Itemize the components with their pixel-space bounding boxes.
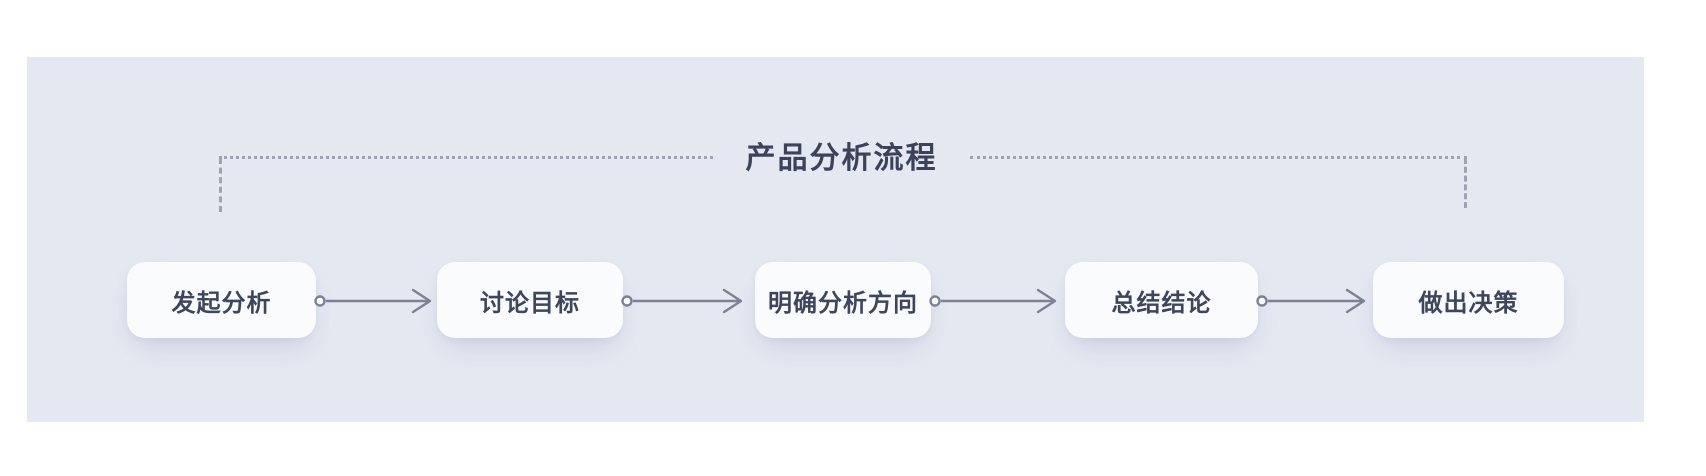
flow-node-label: 发起分析 — [171, 289, 272, 317]
flow-node-summarize-conclusions: 总结结论 — [1065, 262, 1258, 338]
flow-node-label: 明确分析方向 — [768, 289, 918, 317]
open-arrowhead-icon — [722, 288, 743, 314]
small-circle-icon — [621, 295, 633, 307]
flow-node-label: 总结结论 — [1111, 289, 1212, 317]
open-arrowhead-icon — [1036, 288, 1057, 314]
flow-node-make-decision: 做出决策 — [1373, 262, 1564, 338]
flow-arrow-4 — [1256, 288, 1366, 314]
bracket-dashed-drop-left — [219, 158, 222, 212]
bracket-dashed-drop-right — [1464, 158, 1467, 208]
bracket-dotted-line-left — [219, 156, 713, 159]
flow-node-clarify-direction: 明确分析方向 — [755, 262, 931, 338]
flow-node-initiate-analysis: 发起分析 — [127, 262, 316, 338]
bracket-dotted-line-right — [970, 156, 1467, 159]
small-circle-icon — [1256, 295, 1268, 307]
flow-node-label: 做出决策 — [1418, 289, 1519, 317]
flow-arrow-1 — [314, 288, 432, 314]
flow-arrow-2 — [621, 288, 743, 314]
small-circle-icon — [929, 295, 941, 307]
flow-title: 产品分析流程 — [745, 142, 938, 175]
flow-node-discuss-goals: 讨论目标 — [437, 262, 623, 338]
small-circle-icon — [314, 295, 326, 307]
flow-node-label: 讨论目标 — [480, 289, 580, 317]
open-arrowhead-icon — [1345, 288, 1366, 314]
open-arrowhead-icon — [411, 288, 432, 314]
flow-arrow-3 — [929, 288, 1057, 314]
flow-panel-background — [27, 57, 1644, 422]
